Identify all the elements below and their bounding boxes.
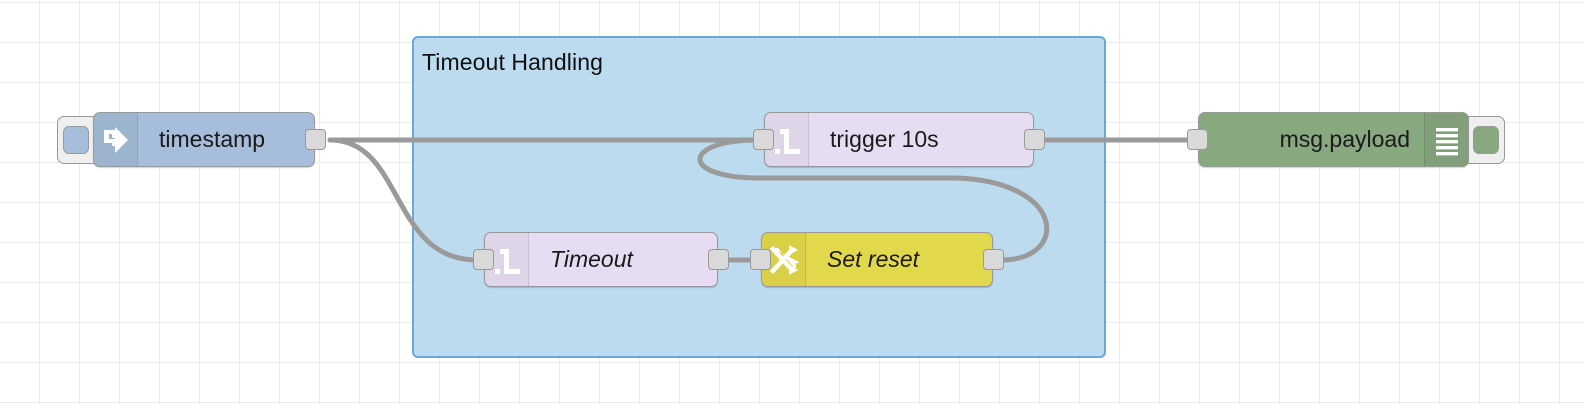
node-label: timestamp (159, 126, 266, 152)
output-port-trigger-10s[interactable] (1024, 129, 1045, 150)
node-label: Timeout (550, 246, 633, 272)
input-port-trigger-timeout[interactable] (473, 249, 494, 270)
node-icon-container (485, 233, 529, 286)
debug-lines-icon (1435, 127, 1458, 155)
node-change-set-reset[interactable]: Set reset (761, 232, 993, 287)
debug-enable-toggle-button[interactable] (1468, 115, 1505, 164)
node-icon-container (94, 113, 138, 166)
node-group-timeout-handling[interactable] (412, 36, 1106, 358)
node-icon-container (1424, 113, 1468, 166)
output-port-inject-timestamp[interactable] (305, 129, 326, 150)
input-port-trigger-10s[interactable] (753, 129, 774, 150)
inject-trigger-button[interactable] (57, 115, 94, 164)
output-port-trigger-timeout[interactable] (708, 249, 729, 270)
inject-button-inner (63, 125, 89, 154)
node-label: Set reset (827, 246, 920, 272)
input-port-debug-msg-payload[interactable] (1187, 129, 1208, 150)
node-icon-container (762, 233, 806, 286)
input-port-change-set-reset[interactable] (750, 249, 771, 270)
node-group-label: Timeout Handling (422, 49, 604, 75)
pulse-icon (494, 248, 520, 274)
inject-arrow-icon (103, 126, 128, 153)
node-label: trigger 10s (830, 126, 939, 152)
node-icon-container (765, 113, 809, 166)
node-debug-msg-payload[interactable]: msg.payload (1198, 112, 1469, 167)
node-trigger-timeout[interactable]: Timeout (484, 232, 718, 287)
debug-button-inner (1473, 125, 1499, 154)
node-label: msg.payload (1279, 126, 1410, 152)
shuffle-icon (769, 244, 799, 275)
node-inject-timestamp[interactable]: timestamp (93, 112, 315, 167)
node-trigger-10s[interactable]: trigger 10s (764, 112, 1034, 167)
pulse-icon (774, 128, 800, 154)
output-port-change-set-reset[interactable] (983, 249, 1004, 270)
